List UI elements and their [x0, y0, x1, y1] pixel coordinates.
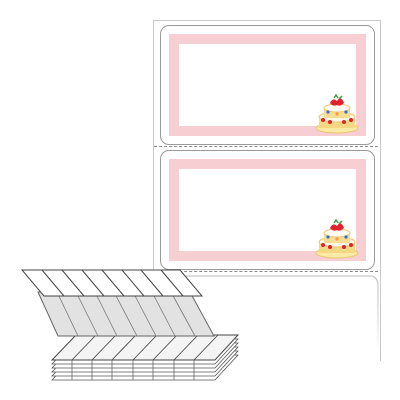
- label-sheet: [153, 20, 381, 361]
- label-2: [160, 150, 375, 270]
- perforation-line: [154, 271, 378, 272]
- cake-icon: [315, 218, 359, 259]
- cake-icon: [315, 93, 359, 134]
- perforation-line: [154, 146, 378, 147]
- label-1: [160, 25, 375, 145]
